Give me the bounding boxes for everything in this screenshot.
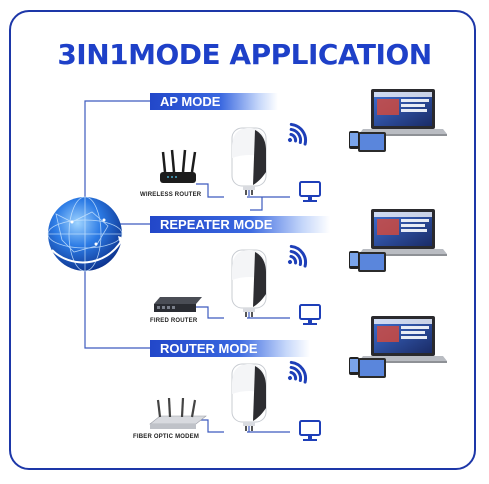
- wifi-extender-icon: [231, 127, 267, 196]
- desktop-computer-icon: [299, 304, 321, 326]
- fiber-modem-label: FIBER OPTIC MODEM: [133, 434, 200, 440]
- connection-lines: [84, 100, 290, 433]
- phone-icon: [349, 131, 359, 149]
- desktop-computer-icon: [299, 420, 321, 442]
- phone-icon: [349, 251, 359, 269]
- laptop-icon: [359, 89, 447, 136]
- desktop-computer-icon: [299, 181, 321, 203]
- wireless-router-label: WIRELESS ROUTER: [140, 192, 202, 198]
- page-title: 3IN1MODE APPLICATION: [57, 38, 432, 71]
- tablet-icon: [358, 132, 386, 152]
- router-mode-banner: ROUTER MODE: [150, 340, 310, 357]
- fiber-modem-icon: [149, 397, 207, 429]
- internet-globe-icon: [47, 196, 124, 272]
- wifi-extender-icon: [231, 249, 267, 318]
- wifi-signal-icon: [279, 241, 312, 275]
- repeater-mode-banner: REPEATER MODE: [150, 216, 330, 233]
- ap-mode-banner: AP MODE: [150, 93, 278, 110]
- phone-icon: [349, 357, 359, 375]
- tablet-icon: [358, 358, 386, 378]
- wifi-extender-icon: [231, 363, 267, 432]
- wired-router-icon: [154, 297, 202, 312]
- laptop-icon: [359, 316, 447, 363]
- fired-router-label: FIRED ROUTER: [150, 318, 198, 324]
- wifi-signal-icon: [279, 119, 312, 153]
- wireless-router-icon: [160, 149, 197, 183]
- laptop-icon: [359, 209, 447, 256]
- wifi-signal-icon: [279, 357, 312, 391]
- tablet-icon: [358, 252, 386, 272]
